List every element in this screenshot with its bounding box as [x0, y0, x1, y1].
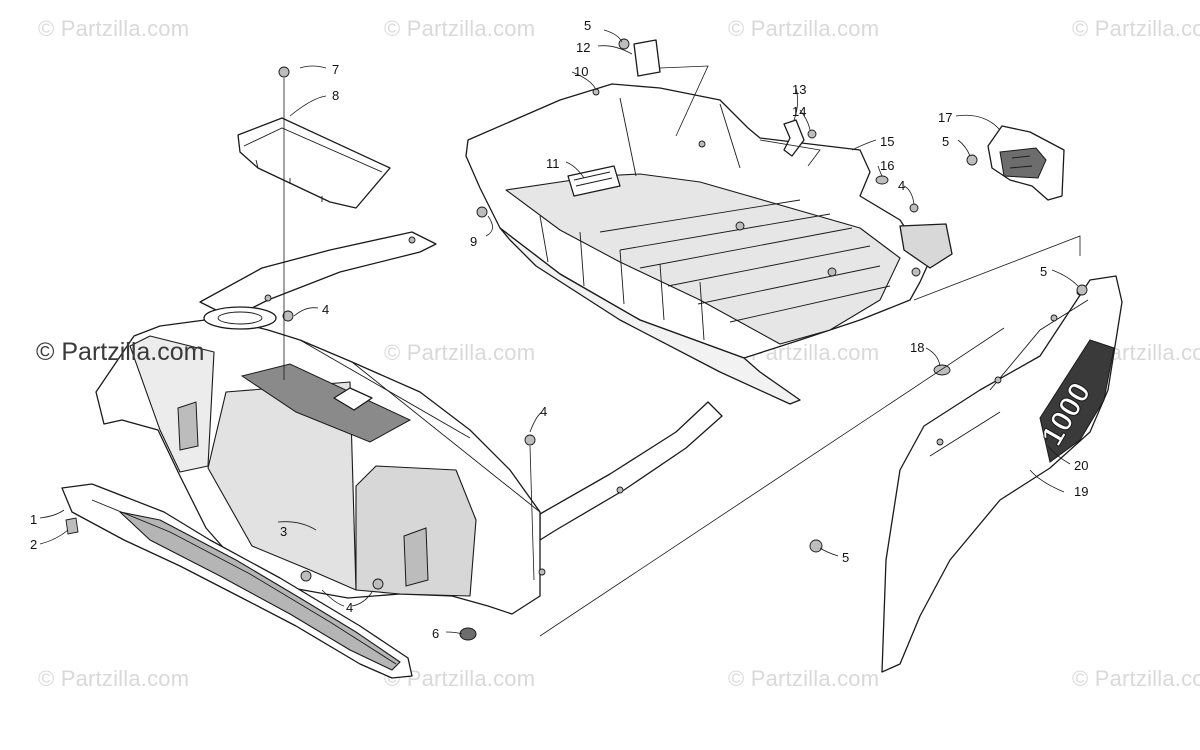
callout-20: 20 — [1074, 458, 1088, 473]
screw-4d — [372, 578, 384, 590]
clip-2 — [65, 517, 79, 535]
watermark: © Partzilla.com — [728, 16, 880, 41]
callout-15: 15 — [880, 134, 894, 149]
watermark: © Partzilla.com — [1072, 666, 1200, 691]
nut-5b — [966, 154, 978, 166]
callout-9: 9 — [470, 234, 477, 249]
callout-12: 12 — [576, 40, 590, 55]
nut-5c — [1076, 284, 1088, 296]
clip-9 — [476, 206, 488, 218]
screw-7 — [278, 66, 290, 78]
callout-5: 5 — [842, 550, 849, 565]
callout-14: 14 — [792, 104, 806, 119]
grommet-6 — [459, 627, 477, 641]
callout-11: 11 — [546, 156, 560, 171]
callout-5: 5 — [584, 18, 591, 33]
screw-4e — [909, 203, 919, 213]
nut-5a — [618, 38, 630, 50]
callout-19: 19 — [1074, 484, 1088, 499]
nut-5d — [809, 539, 823, 553]
callout-labels: 1 2 3 4 4 4 4 5 5 5 5 6 7 8 9 10 11 12 1… — [30, 18, 1088, 641]
watermark: © Partzilla.com — [38, 666, 190, 691]
callout-17: 17 — [938, 110, 952, 125]
callout-8: 8 — [332, 88, 339, 103]
part-19-side-panel — [881, 275, 1123, 673]
callout-10: 10 — [574, 64, 588, 79]
part-8-cover — [237, 117, 391, 209]
callout-4: 4 — [898, 178, 905, 193]
watermark: © Partzilla.com — [728, 666, 880, 691]
watermark: © Partzilla.com — [38, 16, 190, 41]
plug-18 — [933, 364, 951, 376]
callout-18: 18 — [910, 340, 924, 355]
watermark: © Partzilla.com — [384, 16, 536, 41]
watermark: © Partzilla.com — [1072, 16, 1200, 41]
callout-5: 5 — [1040, 264, 1047, 279]
part-3-console — [95, 231, 723, 615]
callout-4: 4 — [540, 404, 547, 419]
bolt-14 — [807, 129, 817, 139]
callout-16: 16 — [880, 158, 894, 173]
callout-5: 5 — [942, 134, 949, 149]
callout-1: 1 — [30, 512, 37, 527]
washer-16 — [875, 175, 889, 185]
screw-4c — [300, 570, 312, 582]
copyright-watermark: © Partzilla.com — [36, 338, 205, 366]
part-17-latch — [987, 125, 1065, 201]
part-10-cargo-box — [465, 39, 953, 405]
callout-4: 4 — [322, 302, 329, 317]
callout-2: 2 — [30, 537, 37, 552]
callout-3: 3 — [280, 524, 287, 539]
callout-7: 7 — [332, 62, 339, 77]
part-1-side-rail — [61, 483, 413, 679]
bracket-13 — [783, 119, 805, 157]
screw-4b — [524, 434, 536, 446]
callout-4: 4 — [346, 600, 353, 615]
callout-13: 13 — [792, 82, 806, 97]
watermark: © Partzilla.com — [384, 340, 536, 365]
callout-6: 6 — [432, 626, 439, 641]
screw-4a — [282, 310, 294, 322]
leader-lines — [39, 29, 1081, 637]
hardware — [65, 38, 1088, 641]
